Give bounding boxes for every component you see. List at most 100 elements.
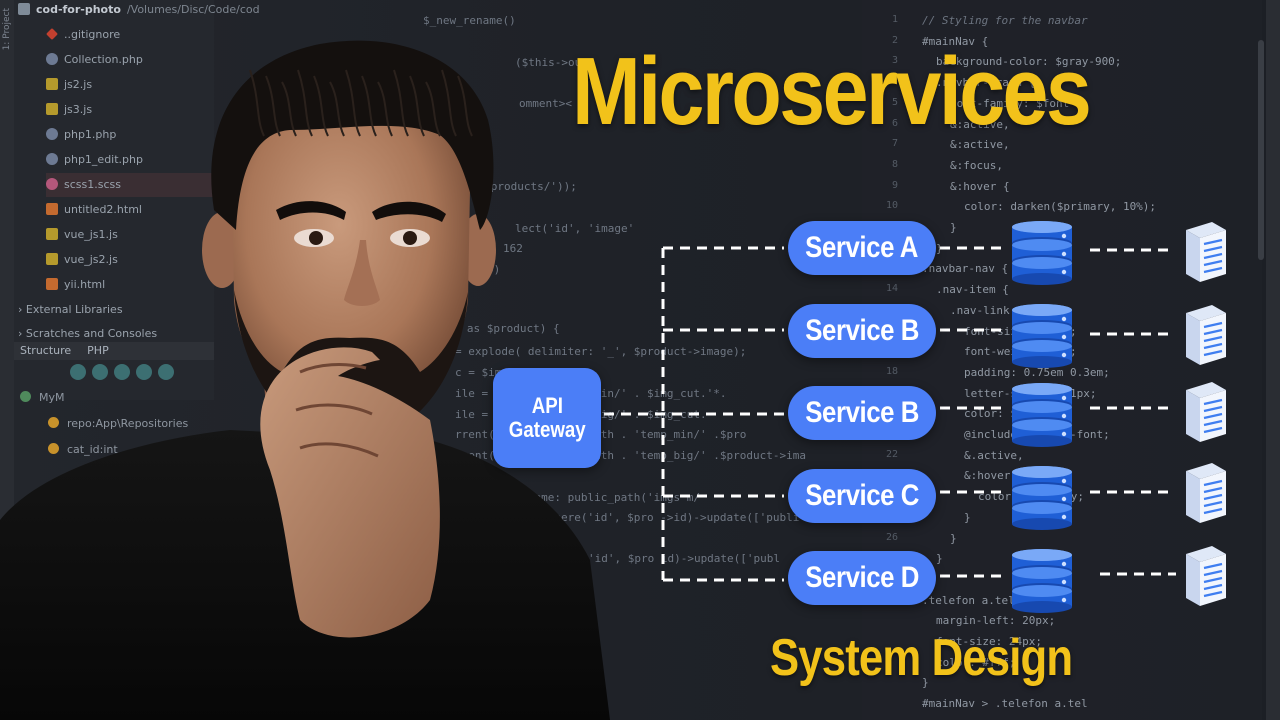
file-name: php1.php	[64, 128, 117, 141]
structure-item[interactable]: cat_id:int	[48, 438, 118, 462]
file-item[interactable]: js2.js	[46, 73, 92, 97]
file-item[interactable]: vue_js2.js	[46, 248, 118, 272]
code-line: padding: 0.75em 0.3em;	[964, 365, 1110, 379]
chevron-right-icon: ›	[18, 327, 26, 340]
code-line: &:hover {	[950, 179, 1010, 193]
line-number: 22	[885, 448, 898, 460]
finger-crease	[295, 403, 373, 416]
tab-php[interactable]: PHP	[87, 344, 109, 357]
file-item[interactable]: php1.php	[46, 123, 116, 147]
code-line: color: $white;	[964, 407, 1057, 421]
chevron-right-icon: ›	[18, 303, 26, 316]
finger-crease	[299, 442, 379, 458]
presenter-photo	[0, 40, 610, 720]
code-line: }	[964, 510, 971, 524]
structure-item[interactable]: MyM	[20, 386, 65, 410]
tree-label: Scratches and Consoles	[25, 327, 158, 340]
service-label: Service C	[805, 479, 919, 512]
face-shape	[232, 91, 471, 424]
code-line: &:active,	[950, 117, 1010, 131]
file-item[interactable]: ..gitignore	[46, 23, 120, 47]
hair-strand	[409, 75, 425, 137]
right-pupil	[403, 231, 417, 245]
file-item[interactable]: js3.js	[46, 98, 92, 122]
tree-label: External Libraries	[25, 303, 123, 316]
right-eyebrow	[372, 201, 446, 222]
service-node: Service C	[788, 469, 936, 523]
subtitle: System Design	[770, 629, 1073, 687]
file-item[interactable]: php1_edit.php	[46, 148, 143, 172]
code-line: background-color: $gray-900;	[936, 55, 1122, 69]
code-line: // Styling for the navbar	[922, 14, 1088, 27]
line-number: 2	[891, 34, 898, 46]
code-line: ts as $product) {	[447, 322, 560, 335]
code-line: &:focus,	[950, 158, 1003, 172]
html-file-icon	[46, 278, 58, 290]
service-node: Service B	[788, 386, 936, 440]
project-root-row[interactable]: cod-for-photo/Volumes/Disc/Code/cod	[18, 0, 260, 22]
file-name: ..gitignore	[64, 28, 121, 41]
hair-strand	[265, 75, 281, 137]
toolbar-button[interactable]	[114, 364, 130, 380]
code-line: &:active,	[950, 138, 1010, 152]
editor-scrollbar[interactable]	[1258, 40, 1264, 260]
js-file-icon	[46, 228, 58, 240]
code-line: font-size: .9rem;	[964, 324, 1077, 338]
service-label: Service D	[805, 561, 919, 594]
code-line: lect('id', 'image'	[515, 222, 635, 235]
code-line: .telefon a.tel {	[922, 593, 1028, 607]
line-number: 5	[891, 96, 898, 108]
line-number: 18	[885, 365, 898, 377]
code-line: .nav-item {	[936, 283, 1009, 297]
file-item[interactable]: vue_js1.js	[46, 223, 118, 247]
code-line: }	[950, 531, 957, 545]
line-number: 7	[891, 138, 898, 150]
tree-external-libraries[interactable]: › External Libraries	[18, 298, 123, 322]
js-file-icon	[46, 103, 58, 115]
code-line: font-family: $font	[950, 96, 1070, 110]
code-line: }	[936, 241, 943, 255]
code-line: font-size: 24px;	[936, 635, 1042, 648]
service-node: Service B	[788, 304, 936, 358]
api-gateway-node: API Gateway	[493, 368, 601, 468]
code-line: omment><	[519, 97, 572, 110]
php-file-icon	[46, 53, 58, 65]
js-file-icon	[46, 78, 58, 90]
structure-tab-bar: Structure PHP	[14, 342, 214, 360]
left-eyebrow	[276, 201, 346, 220]
field-icon	[48, 443, 59, 454]
left-ear	[202, 212, 242, 288]
toolbar-button[interactable]	[92, 364, 108, 380]
project-root-path: /Volumes/Disc/Code/cod	[126, 3, 260, 16]
php-file-icon	[46, 128, 58, 140]
code-line: margin-left: 20px;	[936, 614, 1056, 628]
service-label: Service B	[805, 396, 919, 429]
nose-shape	[344, 240, 380, 306]
file-name: js2.js	[64, 78, 93, 91]
line-number: 4	[891, 76, 898, 88]
structure-item[interactable]: repo:App\Repositories	[48, 412, 188, 436]
code-line: .navbar-nav {	[922, 262, 1009, 276]
code-line: }	[922, 676, 929, 690]
scss-file-icon	[46, 178, 58, 190]
file-item[interactable]: Collection.php	[46, 48, 143, 72]
toolbar-button[interactable]	[70, 364, 86, 380]
hair-strand	[361, 75, 377, 137]
file-item[interactable]: untitled2.html	[46, 198, 142, 222]
folder-icon	[18, 3, 30, 15]
toolbar-button[interactable]	[158, 364, 174, 380]
file-item[interactable]: yii.html	[46, 273, 105, 297]
tree-scratches[interactable]: › Scratches and Consoles	[18, 322, 157, 346]
toolbar-button[interactable]	[136, 364, 152, 380]
gateway-line-1: API	[531, 392, 563, 418]
code-line: }	[950, 221, 957, 234]
file-name: js3.js	[64, 103, 93, 116]
hand-shape	[260, 347, 440, 638]
file-name: scss1.scss	[64, 178, 121, 191]
tab-structure[interactable]: Structure	[20, 344, 72, 357]
service-node: Service A	[788, 221, 936, 275]
code-line: color: $primary;	[978, 490, 1084, 504]
field-icon	[48, 417, 59, 428]
hair-strand	[457, 75, 473, 137]
file-item-selected[interactable]: scss1.scss	[46, 173, 214, 197]
